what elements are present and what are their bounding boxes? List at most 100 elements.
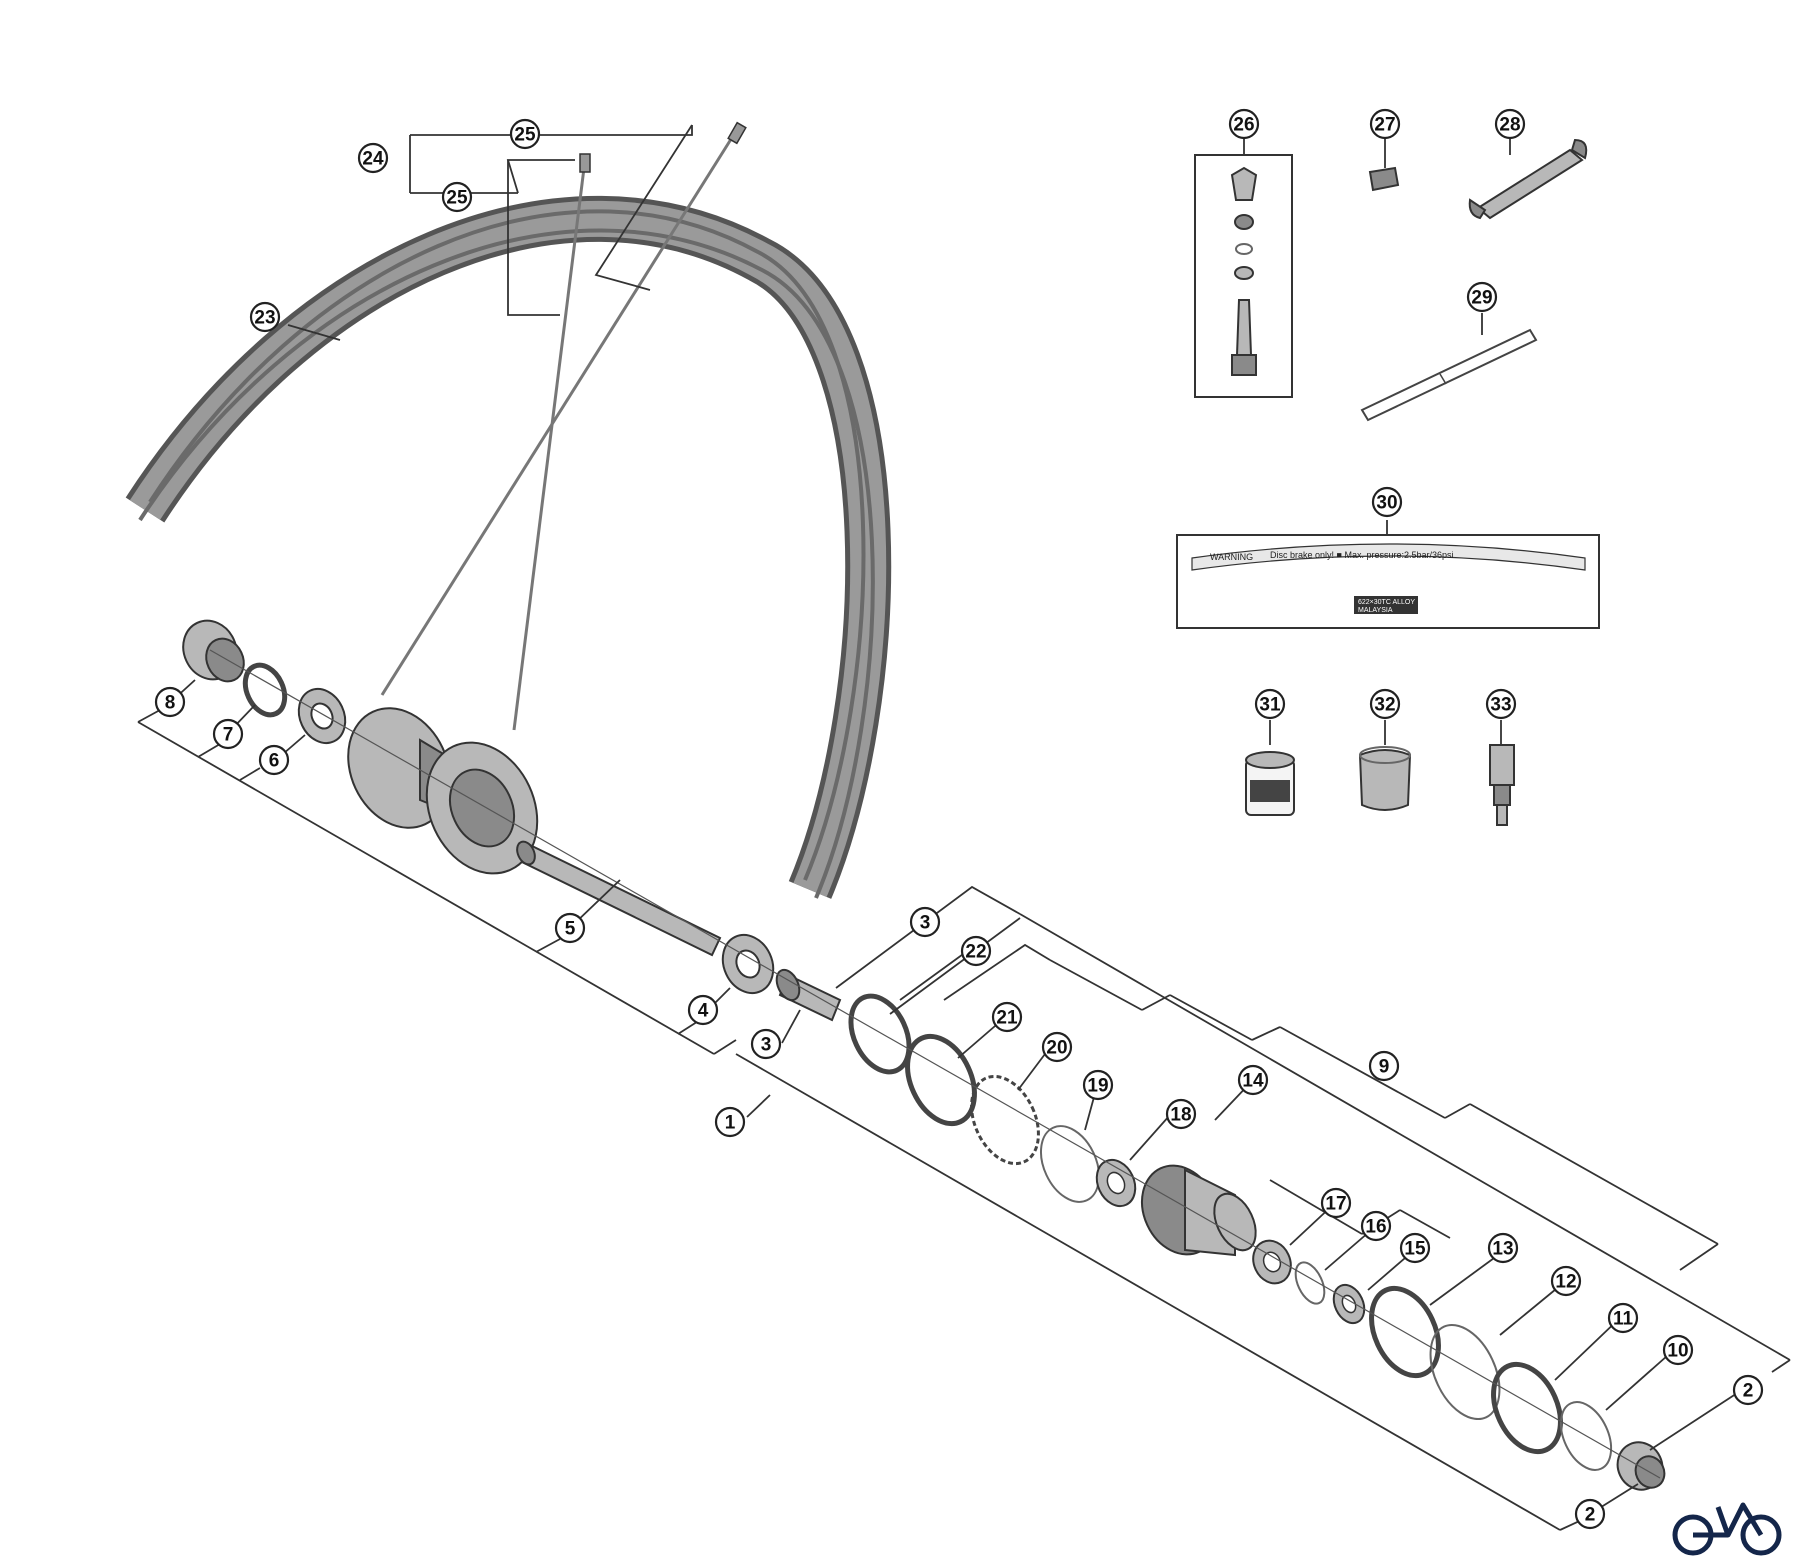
ratchet-20 xyxy=(970,1074,1040,1166)
svg-text:10: 10 xyxy=(1667,1341,1688,1362)
end-cap-8 xyxy=(182,619,245,683)
svg-text:24: 24 xyxy=(362,149,384,170)
callout-2-2: 2 xyxy=(1574,1498,1606,1530)
svg-text:33: 33 xyxy=(1490,695,1511,716)
svg-text:21: 21 xyxy=(996,1008,1018,1029)
svg-text:3: 3 xyxy=(761,1035,772,1056)
svg-text:4: 4 xyxy=(698,1001,709,1022)
svg-text:7: 7 xyxy=(223,725,234,746)
callout-25: 25 xyxy=(509,118,541,150)
svg-text:27: 27 xyxy=(1374,115,1395,136)
svg-text:9: 9 xyxy=(1379,1057,1390,1078)
ring-19 xyxy=(1039,1125,1101,1203)
callout-3-2: 3 xyxy=(750,1028,782,1060)
callout-32: 32 xyxy=(1369,688,1401,720)
svg-text:14: 14 xyxy=(1242,1071,1264,1092)
svg-text:8: 8 xyxy=(165,693,176,714)
callout-26: 26 xyxy=(1228,108,1260,140)
callout-20: 20 xyxy=(1041,1031,1073,1063)
ring-21 xyxy=(905,1033,977,1127)
svg-text:31: 31 xyxy=(1259,695,1281,716)
callout-labels: 1223345678910111213141516171819202122232… xyxy=(154,108,1764,1530)
sticker-line2: 622×30TC ALLOY xyxy=(1358,599,1415,606)
callout-33: 33 xyxy=(1485,688,1517,720)
callout-15: 15 xyxy=(1399,1232,1431,1264)
bicycle-logo xyxy=(1672,1502,1782,1556)
bracket-set-1 xyxy=(137,709,1587,1531)
freehub-body-14 xyxy=(1141,1164,1257,1257)
svg-text:5: 5 xyxy=(565,919,576,940)
callout-21: 21 xyxy=(991,1001,1023,1033)
svg-text:16: 16 xyxy=(1365,1217,1386,1238)
callout-22: 22 xyxy=(960,935,992,967)
bracket-set-3 xyxy=(835,885,1021,1015)
svg-text:25: 25 xyxy=(514,125,536,146)
sticker-warning: WARNING xyxy=(1210,552,1253,562)
sticker-line1: Disc brake only! ■ Max. pressure:2.5bar/… xyxy=(1270,550,1454,560)
svg-text:13: 13 xyxy=(1492,1239,1513,1260)
callout-13: 13 xyxy=(1487,1232,1519,1264)
svg-text:1: 1 xyxy=(725,1113,736,1134)
callout-2: 2 xyxy=(1732,1374,1764,1406)
svg-text:26: 26 xyxy=(1233,115,1254,136)
callout-4: 4 xyxy=(687,994,719,1026)
ring-22 xyxy=(848,993,912,1075)
callout-leaders xyxy=(172,324,1746,1515)
svg-text:2: 2 xyxy=(1743,1381,1754,1402)
svg-text:17: 17 xyxy=(1325,1194,1346,1215)
rim-tape-29 xyxy=(1360,313,1538,422)
callout-9: 9 xyxy=(1368,1050,1400,1082)
callout-5: 5 xyxy=(554,912,586,944)
adapter-33 xyxy=(1489,720,1515,826)
svg-text:19: 19 xyxy=(1087,1076,1108,1097)
axle-5 xyxy=(516,840,722,957)
svg-text:29: 29 xyxy=(1471,288,1492,309)
bearing-6 xyxy=(297,687,347,745)
svg-text:32: 32 xyxy=(1374,695,1395,716)
callout-3: 3 xyxy=(909,906,941,938)
callout-1: 1 xyxy=(714,1106,746,1138)
svg-text:30: 30 xyxy=(1376,493,1397,514)
valve-kit-26 xyxy=(1194,138,1293,398)
svg-text:15: 15 xyxy=(1404,1239,1426,1260)
callout-14: 14 xyxy=(1237,1064,1269,1096)
callout-25-2: 25 xyxy=(441,181,473,213)
ring-11 xyxy=(1491,1361,1563,1455)
sticker-line3: MALAYSIA xyxy=(1358,607,1393,614)
svg-text:22: 22 xyxy=(965,942,986,963)
hub-body xyxy=(347,707,539,875)
seal-7 xyxy=(242,662,288,718)
callout-24: 24 xyxy=(357,142,389,174)
callout-31: 31 xyxy=(1254,688,1286,720)
spokes xyxy=(380,121,747,731)
callout-10: 10 xyxy=(1662,1334,1694,1366)
callout-27: 27 xyxy=(1369,108,1401,140)
snap-ring-12 xyxy=(1429,1323,1501,1421)
seal-15 xyxy=(1332,1283,1366,1325)
wrench-28 xyxy=(1468,138,1588,220)
bushing-32 xyxy=(1358,720,1412,811)
snap-ring-16 xyxy=(1294,1261,1326,1305)
bracket-set-9 xyxy=(1019,913,1791,1373)
ring-13 xyxy=(1369,1285,1441,1379)
svg-text:18: 18 xyxy=(1170,1105,1191,1126)
svg-text:25: 25 xyxy=(446,188,468,209)
callout-7: 7 xyxy=(212,718,244,750)
callout-11: 11 xyxy=(1607,1302,1639,1334)
callout-6: 6 xyxy=(258,744,290,776)
callout-12: 12 xyxy=(1550,1265,1582,1297)
svg-text:6: 6 xyxy=(269,751,280,772)
callout-18: 18 xyxy=(1165,1098,1197,1130)
ring-10 xyxy=(1559,1401,1613,1471)
callout-17: 17 xyxy=(1320,1187,1352,1219)
bearing-4 xyxy=(721,933,775,995)
callout-16: 16 xyxy=(1360,1210,1392,1242)
svg-text:3: 3 xyxy=(920,913,931,934)
spacer-3 xyxy=(775,968,842,1022)
callout-8: 8 xyxy=(154,686,186,718)
callout-29: 29 xyxy=(1466,281,1498,313)
svg-text:11: 11 xyxy=(1613,1309,1634,1330)
rim-sticker-30: WARNING Disc brake only! ■ Max. pressure… xyxy=(1176,520,1600,629)
callout-19: 19 xyxy=(1082,1069,1114,1101)
